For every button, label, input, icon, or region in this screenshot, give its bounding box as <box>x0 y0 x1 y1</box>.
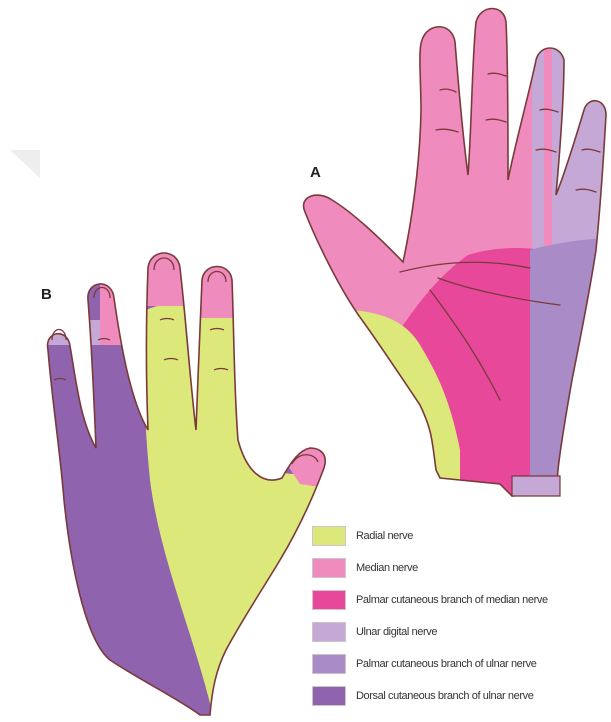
legend-swatch <box>312 686 346 706</box>
legend-swatch <box>312 558 346 578</box>
legend-swatch <box>312 590 346 610</box>
hand-b-dorsal <box>30 240 350 722</box>
legend-label: Palmar cutaneous branch of ulnar nerve <box>356 658 536 670</box>
hand-a-palmar <box>290 0 611 520</box>
legend-label: Radial nerve <box>356 530 413 542</box>
legend-item-radial: Radial nerve <box>312 525 413 547</box>
legend-item-ulnar-digital: Ulnar digital nerve <box>312 621 437 643</box>
legend-label: Dorsal cutaneous branch of ulnar nerve <box>356 690 533 702</box>
panel-label-a: A <box>310 164 321 181</box>
legend-swatch <box>312 622 346 642</box>
panel-label-b: B <box>41 286 52 303</box>
legend-item-palmar-median: Palmar cutaneous branch of median nerve <box>312 589 548 611</box>
legend-label: Ulnar digital nerve <box>356 626 437 638</box>
legend-label: Palmar cutaneous branch of median nerve <box>356 594 548 606</box>
legend-swatch <box>312 654 346 674</box>
legend-item-median: Median nerve <box>312 557 418 579</box>
page-corner-mark <box>10 150 40 178</box>
legend-item-dorsal-ulnar: Dorsal cutaneous branch of ulnar nerve <box>312 685 533 707</box>
legend-swatch <box>312 526 346 546</box>
legend-label: Median nerve <box>356 562 418 574</box>
wrist-stub-a <box>512 476 560 496</box>
legend-item-palmar-ulnar: Palmar cutaneous branch of ulnar nerve <box>312 653 536 675</box>
